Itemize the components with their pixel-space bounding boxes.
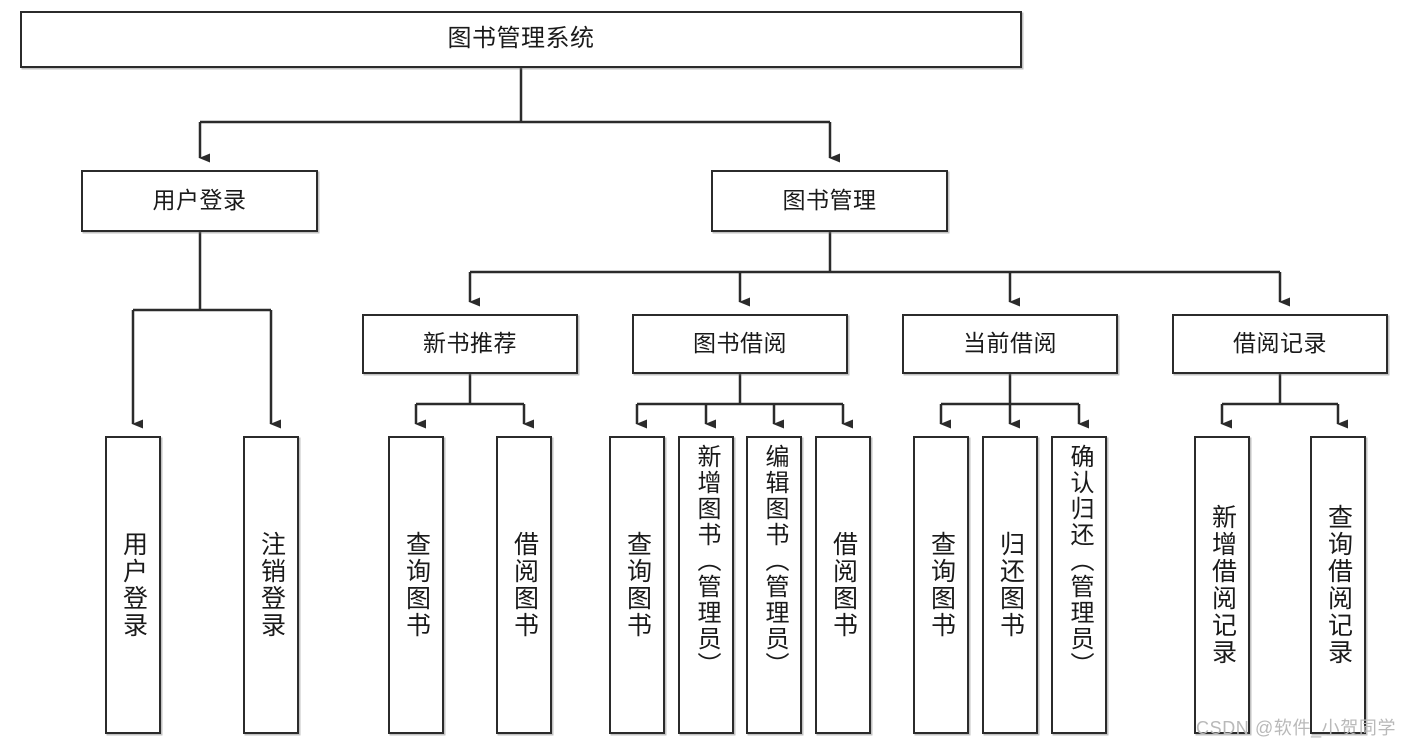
leaf-confirm-return-admin[interactable]: 确认归还（管理员） [1051,436,1107,734]
leaf-add-borrow-record-label: 新增借阅记录 [1208,504,1237,666]
leaf-edit-book-admin[interactable]: 编辑图书（管理员） [746,436,802,734]
leaf-query-book-recommend-label: 查询图书 [402,531,431,639]
leaf-borrow-book-recommend-label: 借阅图书 [510,531,539,639]
leaf-query-book-borrow-label: 查询图书 [623,531,652,639]
leaf-query-book-current-label: 查询图书 [927,531,956,639]
leaf-query-borrow-record[interactable]: 查询借阅记录 [1310,436,1366,734]
node-user-login-label: 用户登录 [152,187,247,214]
node-new-book-recommend[interactable]: 新书推荐 [362,314,578,374]
leaf-query-borrow-record-label: 查询借阅记录 [1324,504,1353,666]
node-book-borrow-label: 图书借阅 [693,330,787,357]
leaf-logout[interactable]: 注销登录 [243,436,299,734]
leaf-add-borrow-record[interactable]: 新增借阅记录 [1194,436,1250,734]
leaf-logout-label: 注销登录 [257,531,286,639]
leaf-return-book-label: 归还图书 [996,531,1025,639]
node-root-label: 图书管理系统 [447,25,595,53]
node-current-borrow[interactable]: 当前借阅 [902,314,1118,374]
leaf-add-book-admin-label: 新增图书（管理员） [693,444,720,678]
leaf-borrow-book-label: 借阅图书 [829,531,858,639]
leaf-borrow-book[interactable]: 借阅图书 [815,436,871,734]
node-root[interactable]: 图书管理系统 [20,11,1022,68]
node-book-borrow[interactable]: 图书借阅 [632,314,848,374]
leaf-confirm-return-admin-label: 确认归还（管理员） [1066,444,1093,678]
leaf-user-login[interactable]: 用户登录 [105,436,161,734]
leaf-query-book-current[interactable]: 查询图书 [913,436,969,734]
node-borrow-record-label: 借阅记录 [1233,330,1327,357]
node-book-management-label: 图书管理 [782,187,877,214]
node-new-book-recommend-label: 新书推荐 [423,330,517,357]
leaf-user-login-label: 用户登录 [119,531,148,639]
leaf-edit-book-admin-label: 编辑图书（管理员） [761,444,788,678]
leaf-query-book-borrow[interactable]: 查询图书 [609,436,665,734]
leaf-add-book-admin[interactable]: 新增图书（管理员） [678,436,734,734]
csdn-watermark: CSDN @软件_小贺同学 [1196,718,1397,738]
node-book-management[interactable]: 图书管理 [711,170,948,232]
node-current-borrow-label: 当前借阅 [963,330,1057,357]
leaf-return-book[interactable]: 归还图书 [982,436,1038,734]
leaf-query-book-recommend[interactable]: 查询图书 [388,436,444,734]
node-borrow-record[interactable]: 借阅记录 [1172,314,1388,374]
node-user-login[interactable]: 用户登录 [81,170,318,232]
leaf-borrow-book-recommend[interactable]: 借阅图书 [496,436,552,734]
